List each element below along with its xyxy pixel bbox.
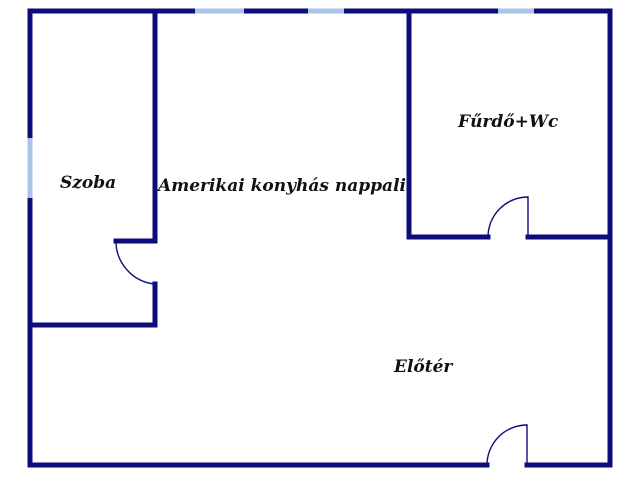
interior-walls	[27, 8, 613, 328]
room-labels: Szoba Amerikai konyhás nappali Fűrdő+Wc …	[60, 112, 559, 377]
outer-walls	[27, 8, 613, 468]
door-szoba	[115, 240, 156, 285]
windows	[27, 8, 534, 198]
room-label-szoba: Szoba	[60, 173, 116, 193]
door-furdo	[487, 196, 529, 238]
doors	[115, 196, 529, 466]
room-label-furdo: Fűrdő+Wc	[457, 112, 559, 132]
room-label-eloter: Előtér	[393, 357, 453, 377]
door-entrance	[486, 424, 528, 466]
room-label-nappali: Amerikai konyhás nappali	[156, 176, 406, 196]
